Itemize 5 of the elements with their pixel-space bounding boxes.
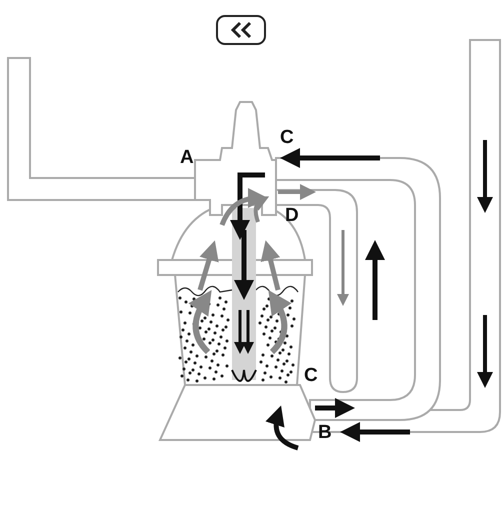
part-label: B (318, 423, 332, 442)
part-label: A (180, 148, 194, 167)
part-label: D (285, 206, 299, 225)
part-label: C (280, 128, 294, 147)
part-label: C (304, 366, 318, 385)
